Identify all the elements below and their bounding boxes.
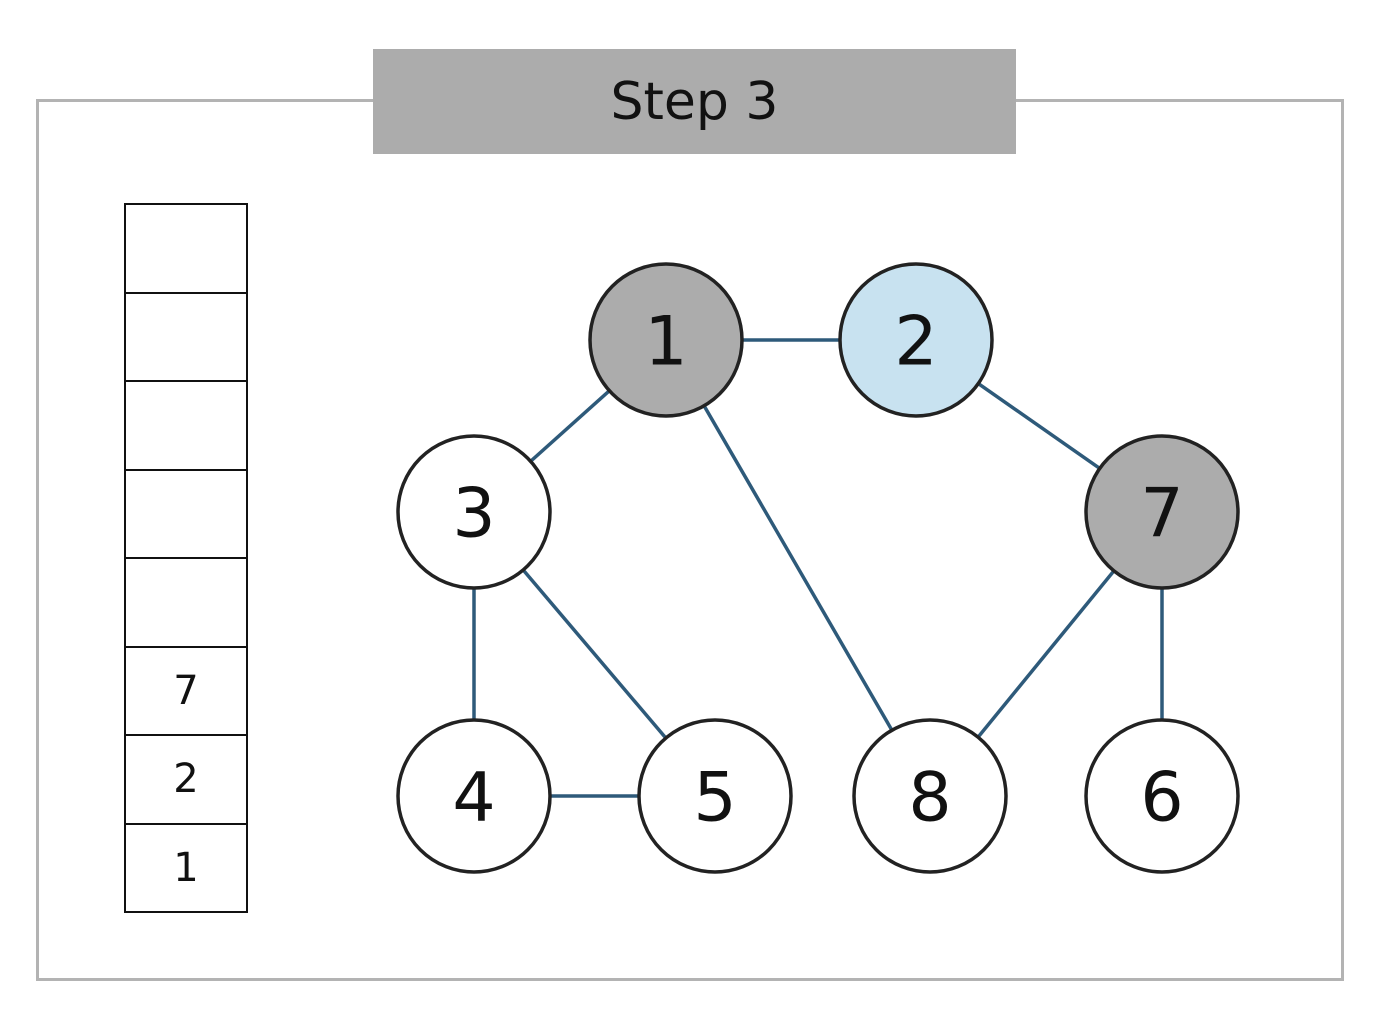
node-label: 1 (644, 303, 687, 382)
stack: 7 2 1 (124, 203, 248, 913)
graph-edges (472, 338, 1164, 798)
node-label: 4 (452, 759, 495, 838)
edge-1-8 (664, 339, 932, 797)
node-circle (838, 262, 994, 418)
node-label: 6 (1140, 759, 1183, 838)
node-circle (852, 718, 1008, 874)
node-6: 6 (1084, 718, 1240, 874)
node-circle (1084, 718, 1240, 874)
node-label: 3 (452, 475, 495, 554)
node-4: 4 (396, 718, 552, 874)
node-2: 2 (838, 262, 994, 418)
node-8: 8 (852, 718, 1008, 874)
graph-nodes: 1 2 3 7 4 5 8 6 (396, 262, 1240, 874)
node-label: 7 (1140, 475, 1183, 554)
node-circle (637, 718, 793, 874)
node-circle (588, 262, 744, 418)
node-3: 3 (396, 434, 552, 590)
node-label: 2 (894, 303, 937, 382)
node-label: 5 (693, 759, 736, 838)
step-title: Step 3 (373, 49, 1016, 154)
node-5: 5 (637, 718, 793, 874)
node-1: 1 (588, 262, 744, 418)
node-7: 7 (1084, 434, 1240, 590)
node-circle (1084, 434, 1240, 590)
node-circle (396, 434, 552, 590)
node-label: 8 (908, 759, 951, 838)
node-circle (396, 718, 552, 874)
stack-cell: 1 (124, 822, 248, 913)
